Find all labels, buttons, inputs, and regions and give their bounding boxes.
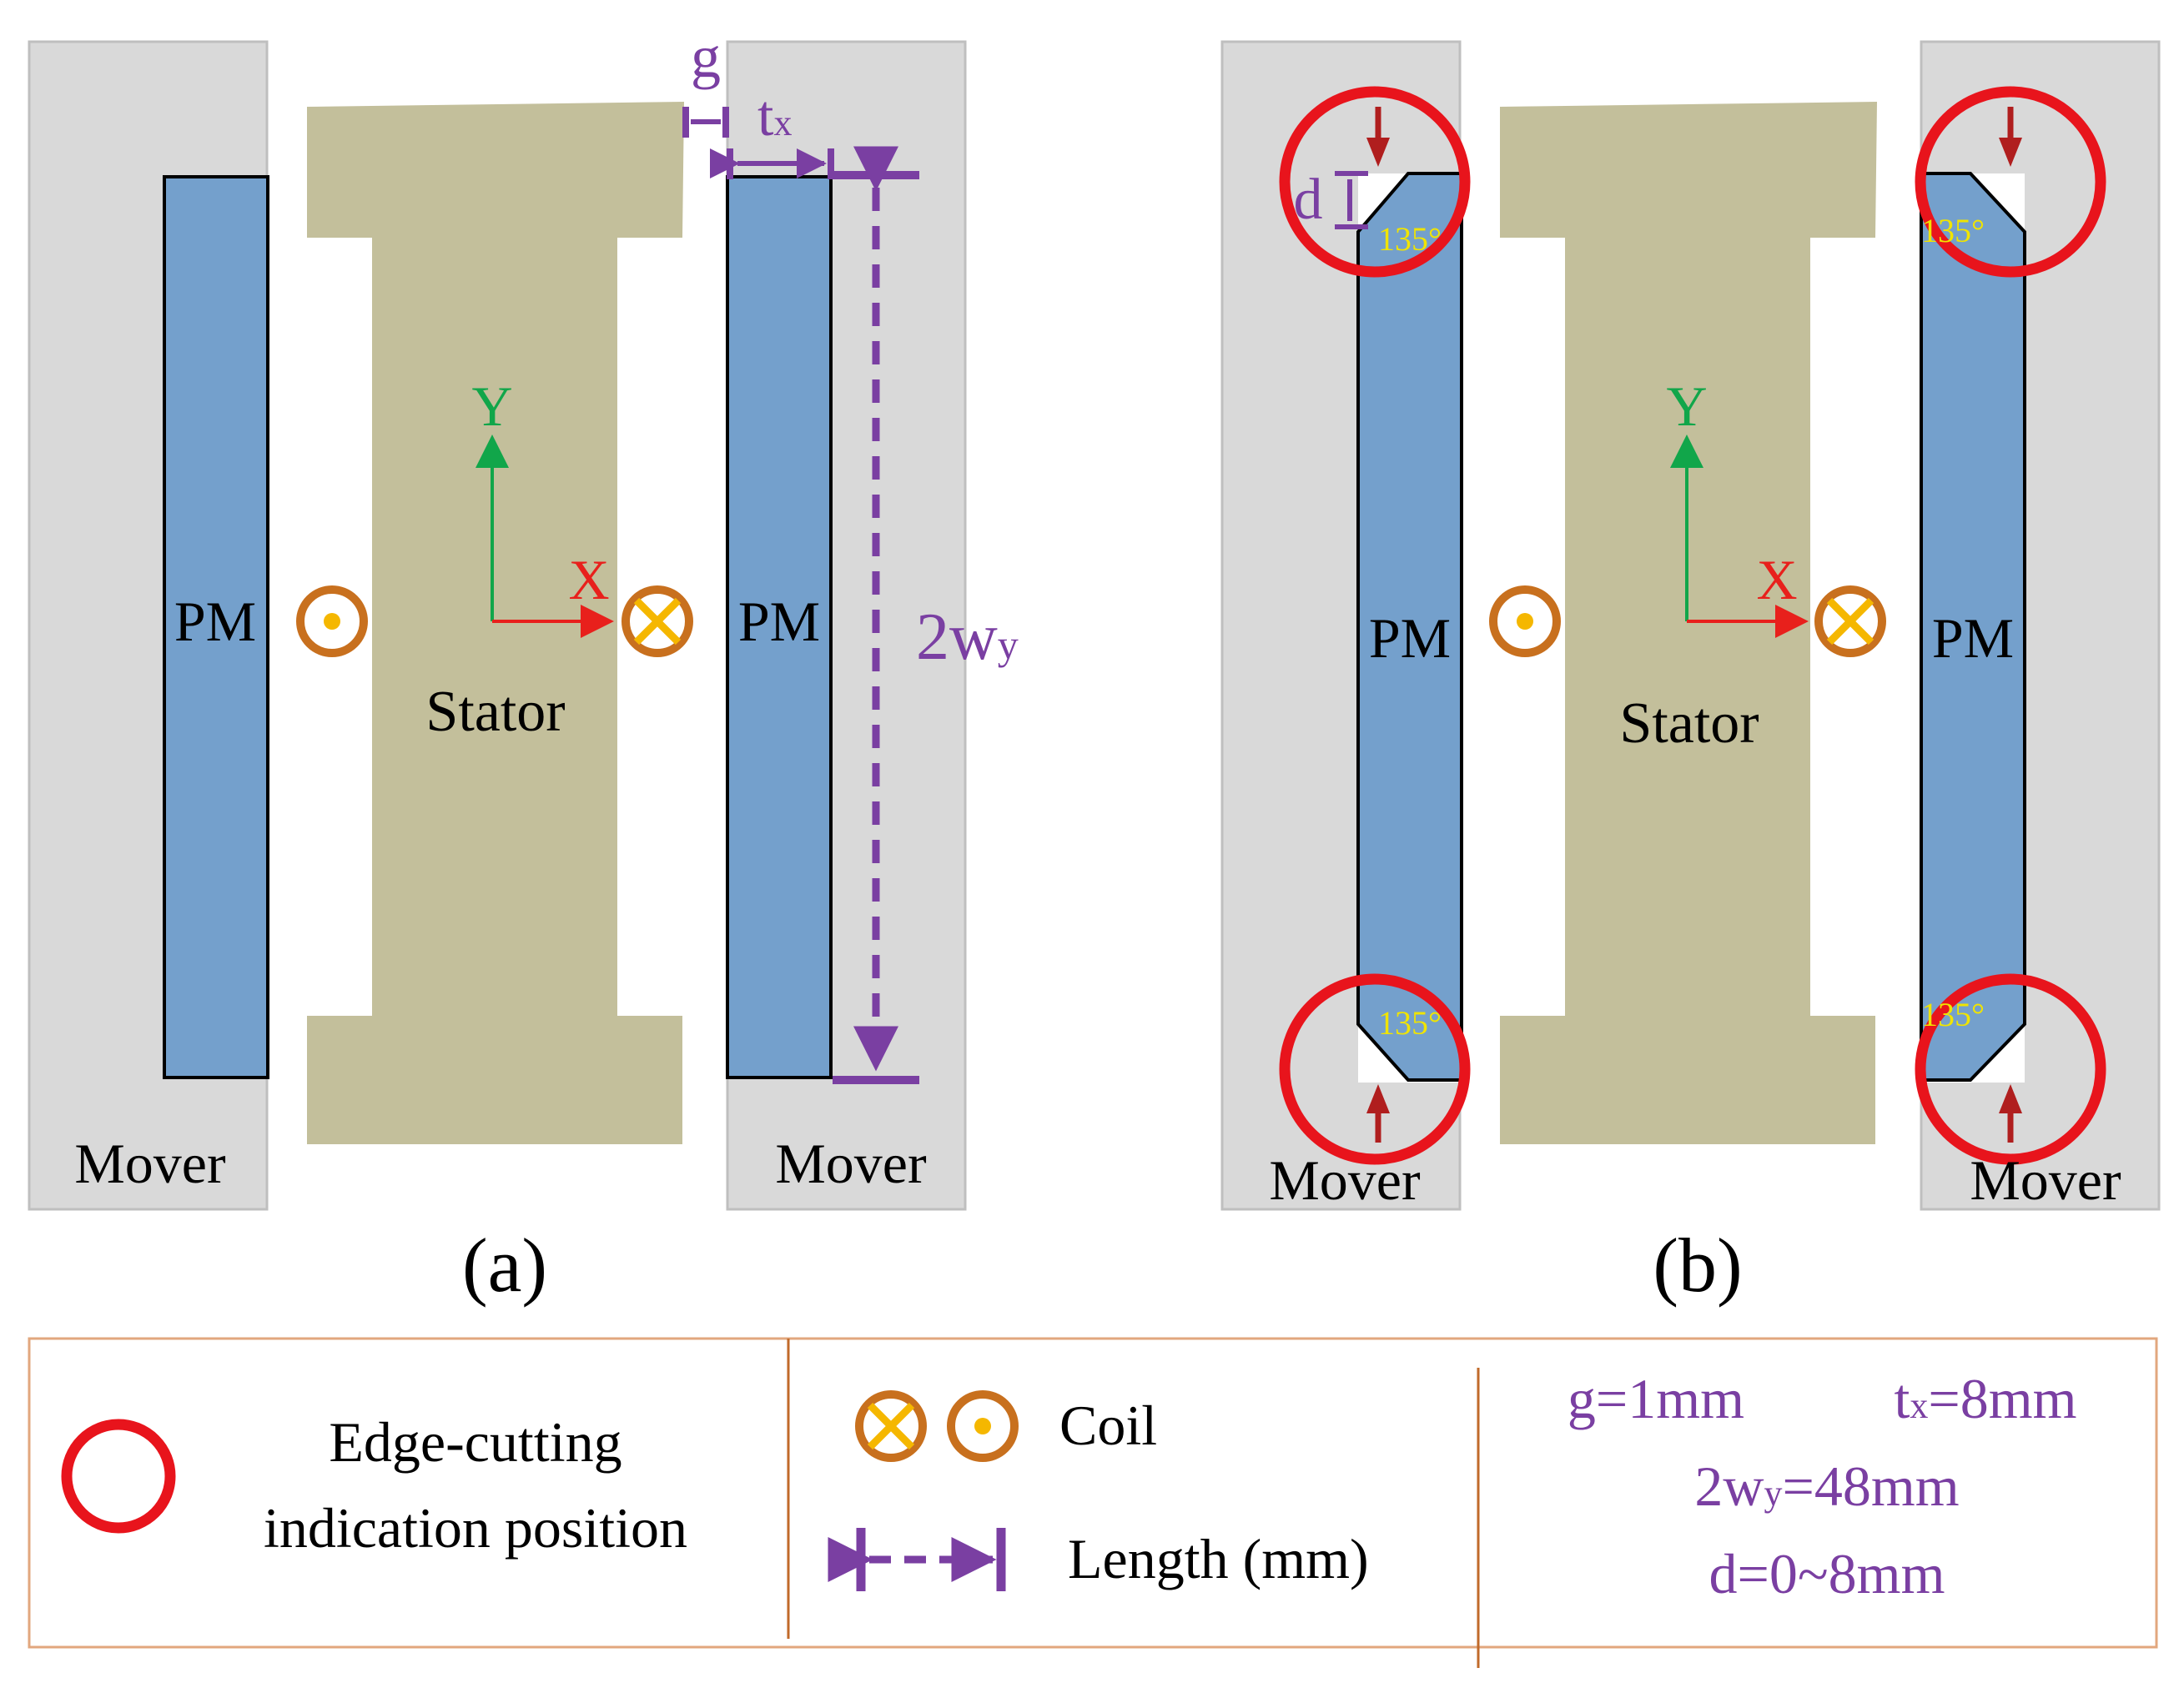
legend-coil: Coil: [1059, 1394, 1157, 1457]
angle-label-bl: 135°: [1378, 1004, 1442, 1042]
legend-cut-line1: Edge-cutting: [329, 1410, 621, 1474]
dim-wy-label: 2wy: [916, 600, 1019, 674]
legend-box: [28, 1337, 2158, 1649]
coil-out-icon: [296, 585, 368, 657]
angle-label-tl: 135°: [1378, 220, 1442, 258]
param-g: g=1mm: [1568, 1367, 1744, 1430]
angle-label-tr: 135°: [1921, 212, 1985, 249]
coil-out-icon: [947, 1390, 1019, 1462]
dimension-g-a: [682, 107, 729, 138]
panel-b: PM PM Stator Mover Mover Y X d 135° 135°…: [1220, 40, 2161, 1308]
legend-cut-line2: indication position: [264, 1496, 687, 1560]
coil-in-icon: [621, 585, 693, 657]
stator-label-b: Stator: [1619, 691, 1759, 756]
pm-right-a: [726, 175, 833, 1079]
coil-in-icon: [855, 1390, 927, 1462]
edge-cut-circle-icon: [61, 1419, 176, 1534]
angle-label-br: 135°: [1921, 996, 1985, 1033]
mover-left-label-b: Mover: [1269, 1148, 1421, 1212]
dim-d-label: d: [1294, 168, 1323, 232]
dimension-wy-a: [833, 146, 919, 1084]
caption-b: (b): [1653, 1223, 1742, 1308]
legend-length: Length (mm): [1068, 1527, 1369, 1590]
pm-left-label-b: PM: [1369, 606, 1451, 670]
param-d: d=0~8mm: [1709, 1542, 1945, 1605]
dim-g-label: g: [691, 23, 721, 90]
param-tx: tx=8mm: [1894, 1367, 2076, 1430]
param-wy: 2wy=48mm: [1694, 1454, 1959, 1518]
coil-in-icon: [1814, 585, 1886, 657]
axis-y-label-a: Y: [471, 374, 512, 438]
axis-x-label-a: X: [568, 548, 609, 611]
edge-cut-circle-icon: [1279, 86, 2106, 1165]
mover-right-label-b: Mover: [1970, 1148, 2121, 1212]
panel-a: PM PM Stator Mover Mover Y X g tx 2wy (a…: [28, 23, 1019, 1308]
caption-a: (a): [462, 1223, 547, 1308]
legend: Edge-cutting indication position Coil Le…: [28, 1337, 2158, 1668]
axis-arrow-icon: [1670, 435, 1809, 638]
dim-tx-label: tx: [757, 84, 792, 148]
pm-left-label-a: PM: [174, 590, 256, 653]
pm-left-a: [163, 175, 269, 1079]
mover-left-label-a: Mover: [74, 1132, 226, 1195]
stator-label-a: Stator: [425, 680, 565, 744]
pm-right-label-b: PM: [1932, 606, 2014, 670]
coil-out-icon: [1489, 585, 1561, 657]
pm-right-label-a: PM: [738, 590, 820, 653]
mover-right-label-a: Mover: [775, 1132, 927, 1195]
axis-arrow-icon: [476, 435, 614, 638]
dimension-d-b: [1335, 171, 1368, 229]
axis-x-label-b: X: [1756, 548, 1797, 611]
axis-y-label-b: Y: [1666, 374, 1707, 438]
edge-cut-arrows: [1366, 107, 2022, 1143]
dimension-arrow-icon: [828, 1528, 1006, 1591]
dimension-tx-a: [710, 148, 834, 179]
